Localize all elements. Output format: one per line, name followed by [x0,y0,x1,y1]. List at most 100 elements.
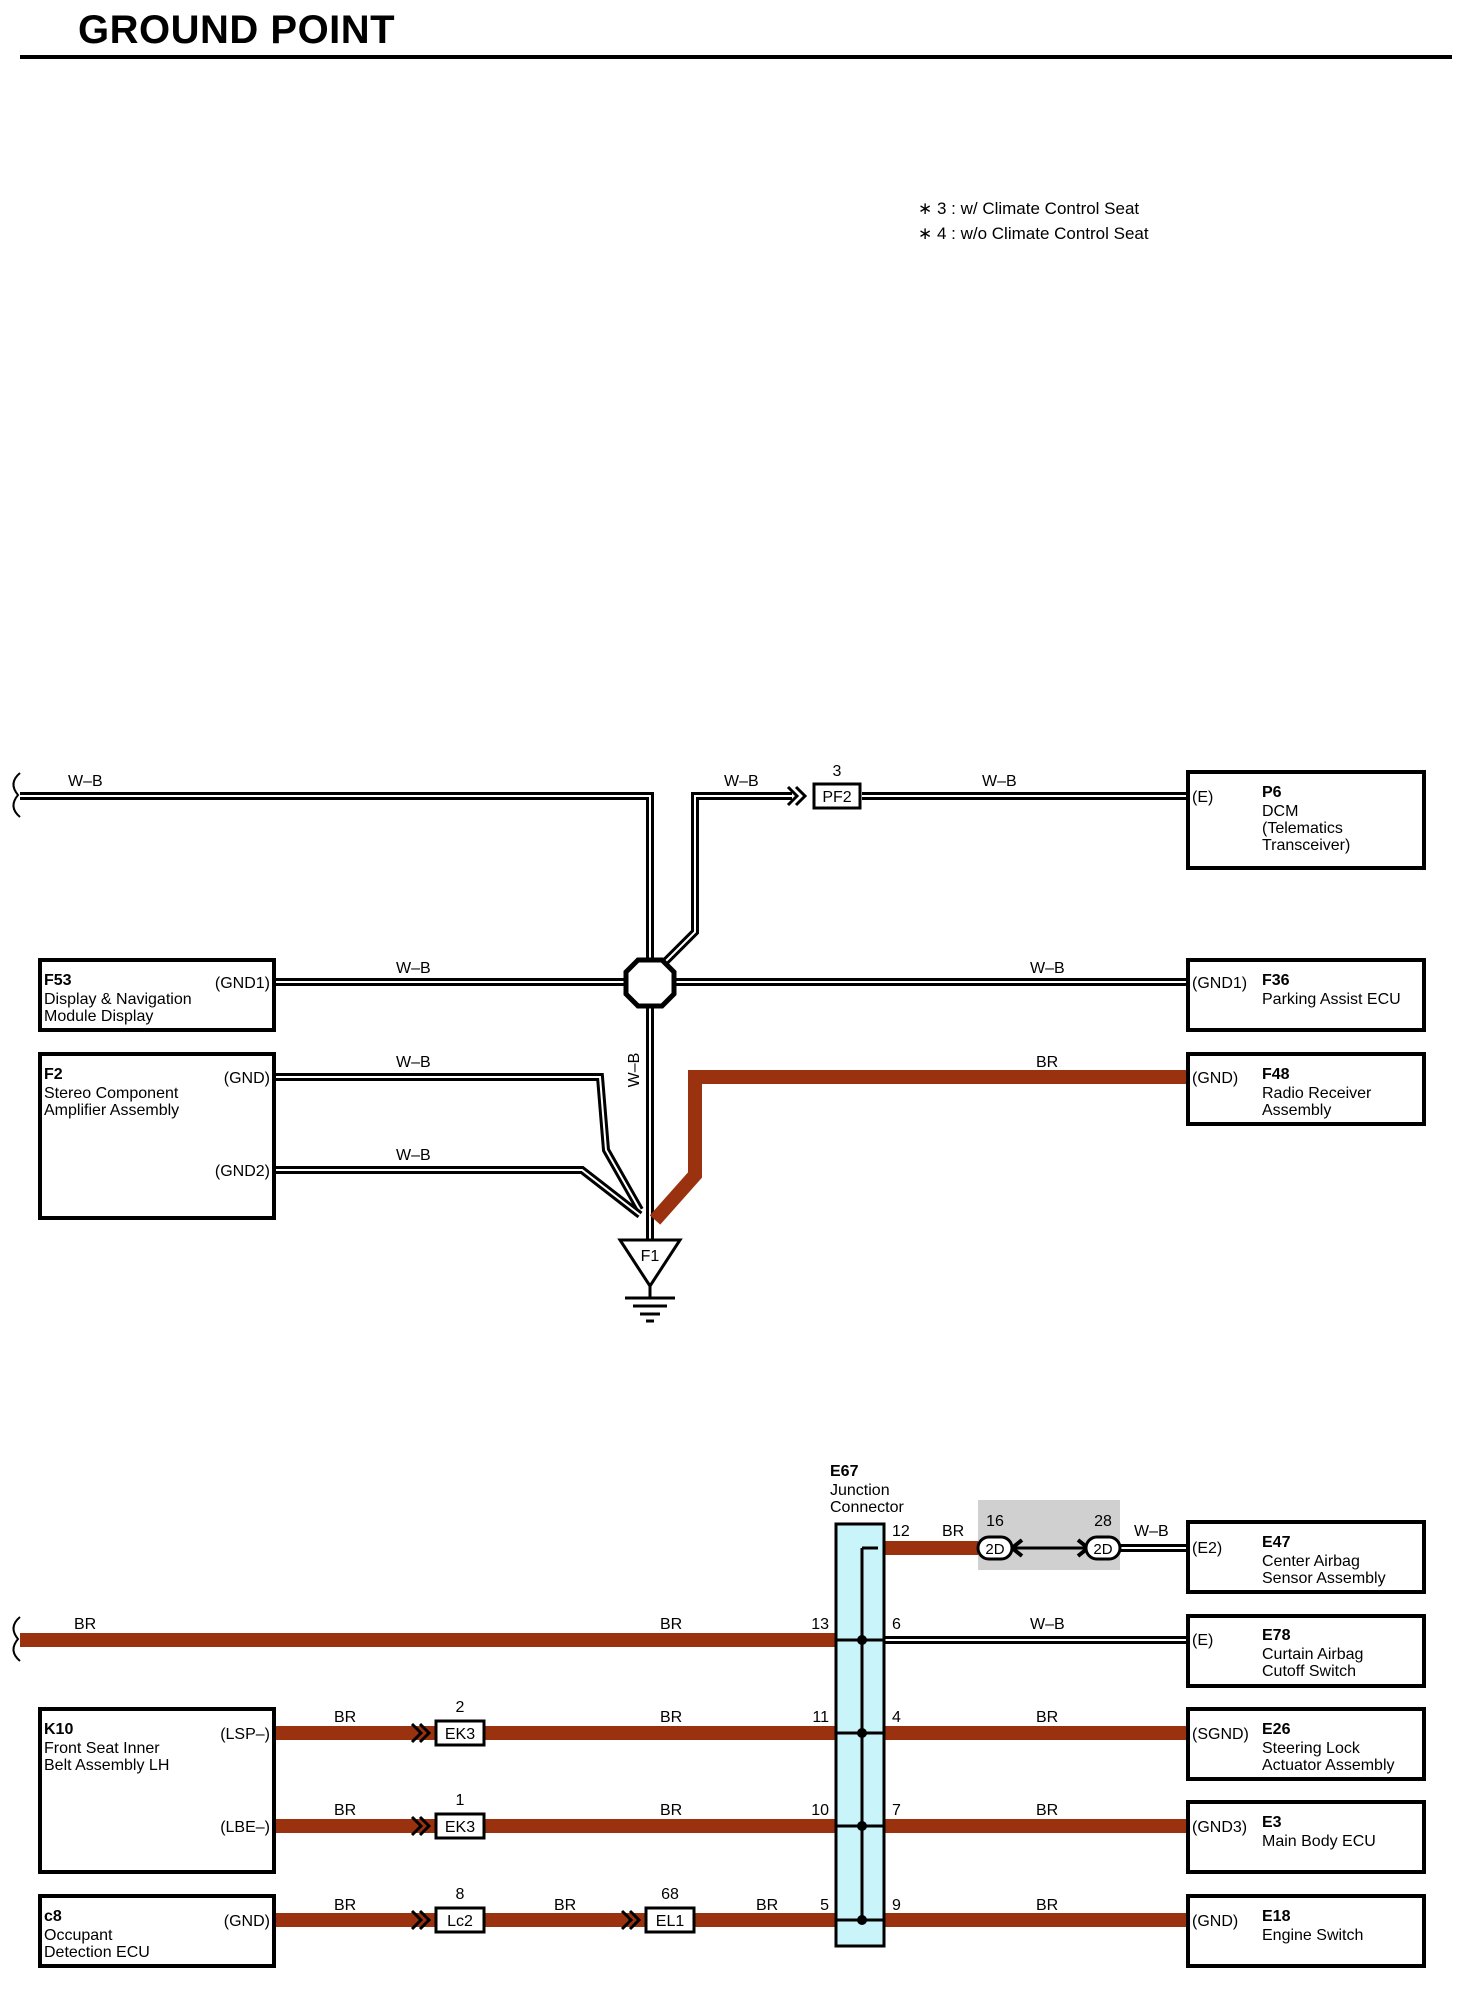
diagram-label: 5 [820,1897,829,1914]
upper-ground-circuit: PF2 3 W–B W–B W–B W–B W–B W–B W–B W–B BR… [12,763,1426,1323]
diagram-label: K10 [44,1721,73,1738]
diagram-label: Radio Receiver [1262,1085,1372,1102]
wire-label-wb: W–B [982,773,1017,790]
diagram-label: 7 [892,1802,901,1819]
diagram-label: F2 [44,1066,63,1083]
diagram-label: BR [660,1709,682,1726]
diagram-label: Engine Switch [1262,1927,1363,1944]
wire-wb-to-pf2 [662,792,792,965]
component-e18: (GND) E18 Engine Switch [1186,1894,1426,1968]
diagram-label: BR [334,1802,356,1819]
ground-triangle [617,1238,683,1289]
wire-label-wb: W–B [396,1147,431,1164]
wire-break-symbol [12,1616,21,1662]
diagram-label: 68 [661,1886,679,1903]
diagram-label: (E) [1192,1632,1213,1649]
diagram-label: Occupant [44,1927,113,1944]
component-e47: (E2) E47 Center Airbag Sensor Assembly [1186,1520,1426,1594]
diagram-label: 11 [812,1709,829,1726]
diagram-label: EK3 [445,1819,475,1836]
component-f36: (GND1) F36 Parking Assist ECU [1186,958,1426,1032]
diagram-label: E3 [1262,1814,1282,1831]
diagram-label: BR [660,1616,682,1633]
wire-label-wb: W–B [724,773,759,790]
wire-wb-top [20,792,654,968]
wire-label-wb: W–B [68,773,103,790]
diagram-label: (GND) [224,1070,270,1087]
connector-2d-pin-left: 16 [986,1513,1004,1530]
diagram-label: BR [1036,1709,1058,1726]
diagram-label: Lc2 [447,1913,473,1930]
diagram-label: 2D [985,1541,1004,1558]
diagram-label: Curtain Airbag [1262,1646,1363,1663]
diagram-label: (GND3) [1192,1819,1247,1836]
ground-icon [625,1286,675,1323]
component-e26: (SGND) E26 Steering Lock Actuator Assemb… [1186,1707,1426,1781]
wire-br-f48 [649,1070,1188,1225]
diagram-label: Cutoff Switch [1262,1663,1356,1680]
diagram-label: F48 [1262,1066,1290,1083]
page-title: GROUND POINT [78,8,396,52]
diagram-label: Steering Lock [1262,1740,1361,1757]
component-p6: (E) P6 DCM (Telematics Transceiver) [1186,770,1426,870]
diagram-label: W–B [1030,1616,1065,1633]
diagram-label: c8 [44,1908,62,1925]
diagram-label: Main Body ECU [1262,1833,1376,1850]
diagram-label: EL1 [656,1913,685,1930]
diagram-label: (LBE–) [220,1819,270,1836]
component-f2: F2 Stereo Component Amplifier Assembly (… [38,1052,276,1220]
diagram-label: 1 [456,1792,465,1809]
diagram-label: (GND2) [215,1163,270,1180]
wire-label-wb: W–B [1030,960,1065,977]
wire-label-wb: W–B [396,960,431,977]
diagram-label: 6 [892,1616,901,1633]
diagram-label: (E) [1192,789,1213,806]
diagram-label: 9 [892,1897,901,1914]
diagram-label: Assembly [1262,1102,1331,1119]
connector-ek3-bottom: EK3 1 [434,1792,486,1840]
diagram-label: 12 [892,1523,910,1540]
diagram-label: E18 [1262,1908,1291,1925]
diagram-label: F53 [44,972,72,989]
diagram-label: BR [1036,1897,1058,1914]
diagram-label: 13 [811,1616,829,1633]
diagram-label: P6 [1262,784,1282,801]
component-k10: K10 Front Seat Inner Belt Assembly LH (L… [38,1707,276,1874]
diagram-label: Transceiver) [1262,837,1350,854]
diagram-label: BR [74,1616,96,1633]
diagram-label: (GND) [1192,1070,1238,1087]
ground-label: F1 [641,1248,660,1265]
connector-2d-pin-right: 28 [1094,1513,1112,1530]
diagram-label: BR [1036,1802,1058,1819]
note-climate-seat: ∗ 3 : w/ Climate Control Seat [918,199,1140,218]
component-c8: c8 Occupant Detection ECU (GND) [38,1894,276,1968]
diagram-label: Sensor Assembly [1262,1570,1386,1587]
diagram-label: (E2) [1192,1540,1222,1557]
junction-connector-e67: E67 Junction Connector 13 11 10 5 12 6 4… [811,1463,910,1948]
pf2-connector [812,782,862,810]
component-e3: (GND3) E3 Main Body ECU [1186,1800,1426,1874]
connector-ek3-top: EK3 2 [434,1699,486,1747]
title-rule [20,55,1452,59]
wire-break-symbol [12,772,21,818]
connector-2d-left [976,1535,1014,1561]
diagram-label: BR [334,1897,356,1914]
diagram-label: Display & Navigation [44,991,192,1008]
component-e78: (E) E78 Curtain Airbag Cutoff Switch [1186,1614,1426,1688]
diagram-label: BR [942,1523,964,1540]
diagram-label: Connector [830,1499,904,1516]
diagram-label: (Telematics [1262,820,1343,837]
diagram-label: (LSP–) [220,1726,270,1743]
wire-label-wb: W–B [626,1053,643,1088]
diagram-label: Parking Assist ECU [1262,991,1401,1008]
diagram-label: Module Display [44,1008,153,1025]
diagram-label: Actuator Assembly [1262,1757,1395,1774]
wire-label-wb: W–B [396,1054,431,1071]
diagram-label: Stereo Component [44,1085,179,1102]
diagram-label: BR [756,1897,778,1914]
connector-lc2: Lc2 8 [434,1886,486,1934]
diagram-label: 10 [811,1802,829,1819]
diagram-label: Junction [830,1482,890,1499]
diagram-label: Detection ECU [44,1944,150,1961]
